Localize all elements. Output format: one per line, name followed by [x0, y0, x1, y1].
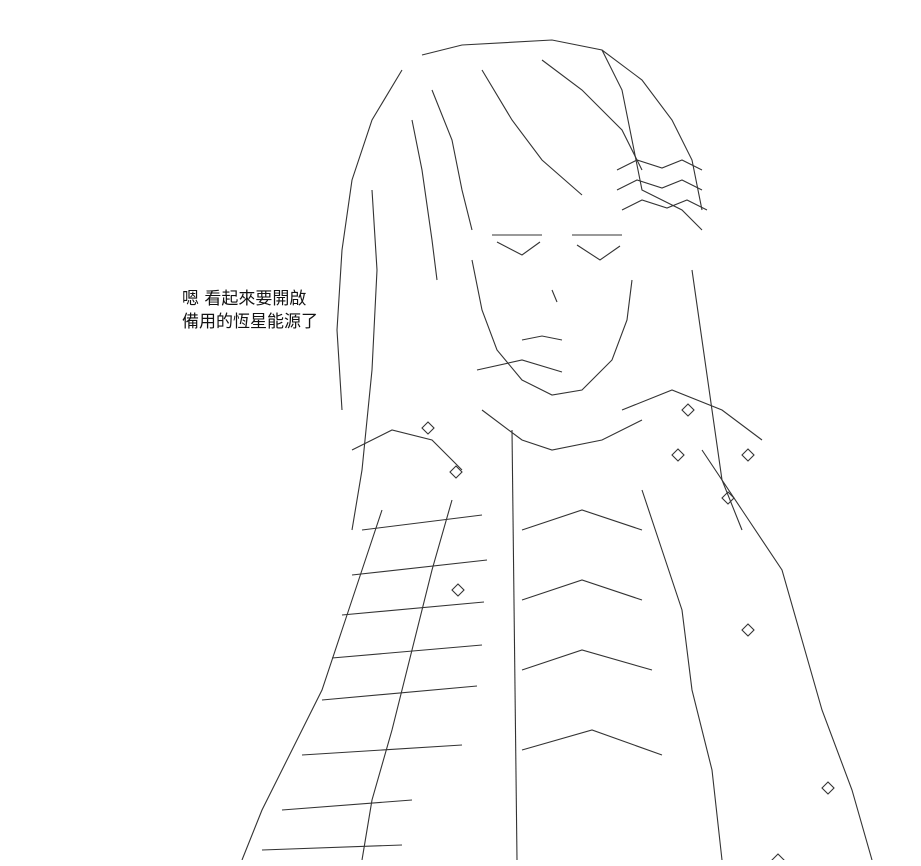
cape-band-6: [301, 744, 463, 756]
hood-pattern-3: [621, 199, 708, 211]
staff: [511, 429, 518, 860]
character-illustration-drawing: [241, 39, 873, 860]
right-sleeve: [621, 389, 763, 441]
face-outline: [471, 259, 633, 396]
cape-band-3: [341, 601, 485, 616]
robe-right: [701, 449, 873, 860]
robe-left-inner: [361, 499, 453, 860]
hair-strand-4: [411, 119, 438, 281]
collar: [481, 409, 643, 451]
cape-band-4: [331, 644, 483, 659]
diamond-10: [771, 853, 785, 860]
hood-right-edge: [601, 49, 703, 231]
staff-top: [476, 359, 563, 373]
character-illustration: [222, 10, 912, 860]
diamond-2: [449, 465, 463, 479]
cape-band-7: [281, 799, 413, 811]
cape-band-1: [361, 514, 483, 531]
cape-band-2: [351, 559, 488, 576]
mouth: [521, 335, 563, 341]
side-lock-right: [691, 269, 743, 531]
robe-left: [241, 509, 383, 860]
left-sleeve: [351, 429, 463, 471]
left-eye: [492, 234, 542, 256]
dialogue-text: 嗯 看起來要開啟 備用的恆星能源了: [182, 288, 318, 334]
cape-band-8: [261, 844, 403, 851]
hood-pattern: [616, 159, 703, 171]
dialogue-line-1: 嗯 看起來要開啟: [182, 289, 307, 309]
armor-line-1: [521, 509, 643, 531]
right-eye: [572, 234, 622, 261]
dialogue-line-2: 備用的恆星能源了: [182, 312, 318, 332]
armor-line-3: [521, 649, 653, 671]
hood-pattern-2: [616, 179, 703, 191]
armor-line-4: [521, 729, 663, 756]
robe-right-inner: [641, 489, 723, 860]
diamond-7: [451, 583, 465, 597]
hair-strand-1: [431, 89, 473, 231]
side-lock-left: [351, 189, 378, 531]
hair-strand-2: [481, 69, 583, 196]
diamond-8: [741, 623, 755, 637]
hair-strand-3: [541, 59, 643, 171]
hair-left-outline: [336, 69, 403, 411]
diamond-9: [821, 781, 835, 795]
diamond-5: [721, 491, 735, 505]
diamond-1: [421, 421, 435, 435]
nose: [551, 289, 558, 303]
hood-outline: [421, 39, 703, 211]
diamond-4: [741, 448, 755, 462]
diamond-6: [681, 403, 695, 417]
armor-line-2: [521, 579, 643, 601]
diamond-3: [671, 448, 685, 462]
cape-band-5: [321, 685, 478, 701]
